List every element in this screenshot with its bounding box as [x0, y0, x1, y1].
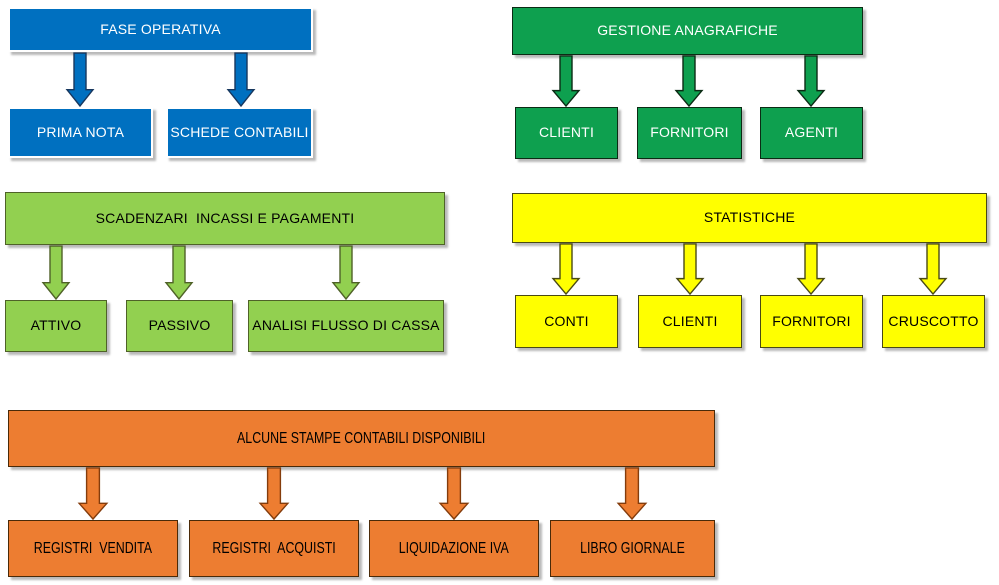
child-box-libro-giornale: LIBRO GIORNALE: [550, 520, 715, 577]
header-box-statistiche: STATISTICHE: [512, 193, 987, 243]
child-label: CLIENTI: [538, 124, 595, 141]
child-box-prima-nota: PRIMA NOTA: [8, 107, 153, 158]
down-arrow-icon: [164, 245, 194, 300]
down-arrow-icon: [331, 245, 361, 300]
child-label: PASSIVO: [148, 317, 211, 334]
section-title: ALCUNE STAMPE CONTABILI DISPONIBILI: [237, 429, 486, 447]
down-arrow-icon: [675, 243, 705, 295]
header-box-fase-operativa: FASE OPERATIVA: [8, 7, 313, 52]
child-label: CONTI: [544, 312, 589, 329]
child-box-schede-contabili: SCHEDE CONTABILI: [166, 107, 313, 158]
child-box-fornitori: FORNITORI: [637, 107, 742, 159]
down-arrow-icon: [674, 55, 704, 107]
child-label: PRIMA NOTA: [36, 123, 125, 140]
child-box-registri-acquisti: REGISTRI ACQUISTI: [189, 520, 359, 577]
down-arrow-icon: [438, 467, 470, 520]
child-box-passivo: PASSIVO: [126, 300, 233, 352]
down-arrow-icon: [616, 467, 648, 520]
child-label: REGISTRI VENDITA: [33, 539, 153, 557]
child-label: FORNITORI: [772, 312, 851, 329]
child-box-conti: CONTI: [515, 295, 618, 348]
child-box-fornitori-stat: FORNITORI: [760, 295, 863, 348]
child-box-agenti: AGENTI: [760, 107, 863, 159]
down-arrow-icon: [41, 245, 71, 300]
child-label: ATTIVO: [30, 317, 82, 334]
down-arrow-icon: [796, 55, 826, 107]
down-arrow-icon: [226, 52, 256, 107]
down-arrow-icon: [258, 467, 290, 520]
child-label: ANALISI FLUSSO DI CASSA: [252, 317, 440, 334]
child-label: CLIENTI: [662, 312, 718, 329]
child-label: LIQUIDAZIONE IVA: [398, 539, 510, 557]
child-box-clienti: CLIENTI: [515, 107, 618, 159]
down-arrow-icon: [796, 243, 826, 295]
section-title: SCADENZARI INCASSI E PAGAMENTI: [95, 209, 355, 226]
header-box-stampe-contabili: ALCUNE STAMPE CONTABILI DISPONIBILI: [8, 410, 715, 467]
child-box-cruscotto: CRUSCOTTO: [882, 295, 985, 348]
child-label: FORNITORI: [650, 124, 729, 141]
child-label: SCHEDE CONTABILI: [170, 123, 309, 140]
child-box-liquidazione-iva: LIQUIDAZIONE IVA: [369, 520, 539, 577]
section-title: GESTIONE ANAGRAFICHE: [597, 22, 778, 39]
child-label: REGISTRI ACQUISTI: [212, 539, 336, 557]
header-box-scadenzari: SCADENZARI INCASSI E PAGAMENTI: [5, 192, 445, 245]
section-title: STATISTICHE: [703, 209, 796, 226]
down-arrow-icon: [918, 243, 948, 295]
down-arrow-icon: [551, 55, 581, 107]
child-box-attivo: ATTIVO: [5, 300, 107, 352]
down-arrow-icon: [65, 52, 95, 107]
section-title: FASE OPERATIVA: [100, 20, 221, 37]
child-label: AGENTI: [784, 124, 839, 141]
child-box-analisi-flusso: ANALISI FLUSSO DI CASSA: [248, 300, 444, 352]
down-arrow-icon: [77, 467, 109, 520]
child-label: LIBRO GIORNALE: [580, 539, 685, 557]
child-label: CRUSCOTTO: [888, 312, 979, 329]
child-box-registri-vendita: REGISTRI VENDITA: [8, 520, 178, 577]
down-arrow-icon: [551, 243, 581, 295]
child-box-clienti-stat: CLIENTI: [638, 295, 742, 348]
header-box-gestione-anagrafiche: GESTIONE ANAGRAFICHE: [512, 7, 863, 55]
